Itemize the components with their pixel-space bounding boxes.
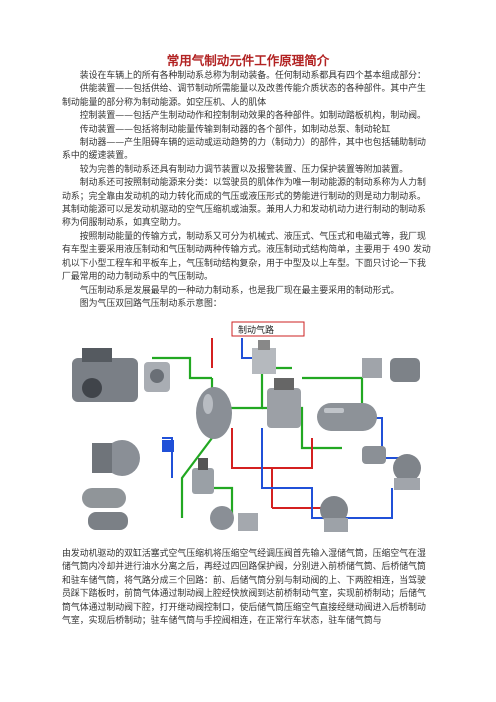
control-valve-icon bbox=[162, 440, 174, 452]
axle-chamber-icon bbox=[362, 446, 386, 464]
wet-tank-icon bbox=[196, 387, 232, 439]
paragraph: 气压制动系是发展最早的一种动力制动系，也是我厂现在最主要采用的制动形式。 bbox=[79, 285, 400, 296]
front-chamber-icon bbox=[92, 440, 140, 476]
paragraph: 装设在车辆上的所有各种制动系总称为制动装备。任何制动系都具有四个基本组成部分： bbox=[79, 71, 426, 81]
diagram-label: 制动气路 bbox=[238, 324, 274, 336]
relay-valve-icon bbox=[210, 506, 258, 531]
rear-chamber-left-icon bbox=[320, 496, 348, 532]
quick-release-valve-icon bbox=[362, 358, 420, 382]
air-compressor-icon bbox=[72, 348, 138, 402]
brake-valve-icon bbox=[267, 378, 301, 428]
diagram-label-box bbox=[231, 321, 305, 337]
hand-valve-icon bbox=[192, 458, 214, 494]
body-text-lower: 由发动机驱动的双缸活塞式空气压缩机将压缩空气经调压阀首先输入湿储气筒，压缩空气在… bbox=[62, 548, 434, 628]
paragraph: 图为气压双回路气压制动系示意图： bbox=[79, 298, 222, 309]
body-text-upper: 装设在车辆上的所有各种制动系总称为制动装备。任何制动系都具有四个基本组成部分： 供… bbox=[62, 70, 434, 311]
paragraph: 较为完善的制动系还具有制动力调节装置以及报警装置、压力保护装置等附加装置。 bbox=[79, 164, 409, 175]
paragraph: 供能装置——包括供给、调节制动所需能量以及改善传能介质状态的各种部件。其中产生制… bbox=[62, 84, 426, 108]
governor-valve-icon bbox=[144, 362, 170, 392]
page-title: 常用气制动元件工作原理简介 bbox=[166, 53, 330, 68]
rear-chamber-right-icon bbox=[393, 454, 421, 490]
front-tank-icon bbox=[317, 403, 377, 431]
paragraph: 由发动机驱动的双缸活塞式空气压缩机将压缩空气经调压阀首先输入湿储气筒，压缩空气在… bbox=[62, 549, 426, 627]
paragraph: 制动器——产生阻碍车辆的运动或运动趋势的力（制动力）的部件，其中也包括辅助制动系… bbox=[62, 138, 426, 162]
paragraph: 按照制动能量的传输方式，制动系又可分为机械式、液压式、气压式和电磁式等，我厂现有… bbox=[62, 231, 431, 283]
brake-circuit-diagram: 制动气路 bbox=[72, 321, 421, 532]
paragraph: 制动系还可按照制动能源来分类：以驾驶员的肌体作为唯一制动能源的制动系称为人力制动… bbox=[62, 178, 426, 229]
paragraph: 传动装置——包括将制动能量传输到制动器的各个部件，如制动总泵、制动轮缸 bbox=[79, 124, 391, 135]
parking-tank-icon bbox=[82, 488, 128, 530]
paragraph: 控制装置——包括产生制动动作和控制制动效果的各种部件。如制动踏板机构，制动阀。 bbox=[79, 111, 426, 122]
supply-lines bbox=[152, 356, 364, 518]
protection-valve-icon bbox=[252, 340, 276, 374]
